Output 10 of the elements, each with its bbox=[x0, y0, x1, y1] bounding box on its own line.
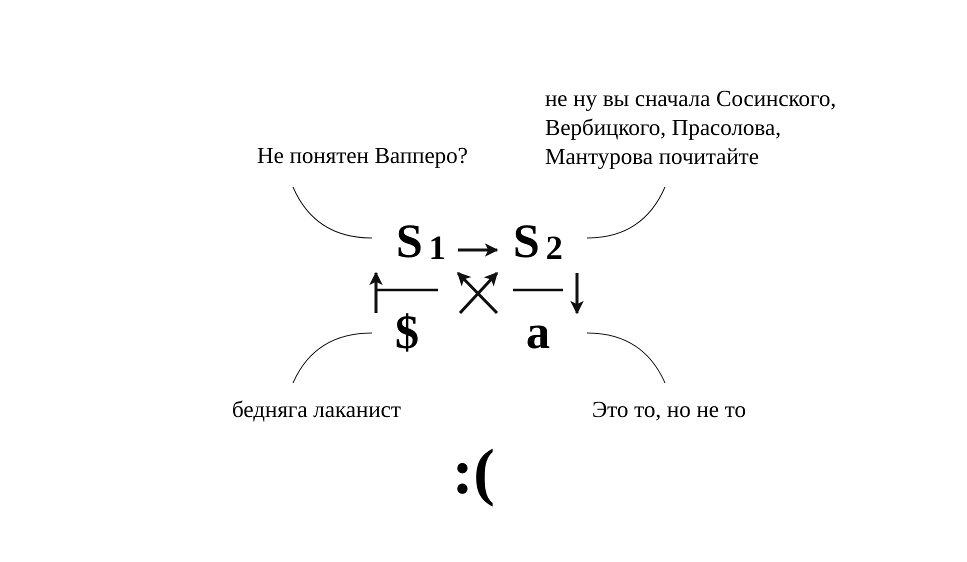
formula-symbol: a bbox=[525, 313, 551, 353]
arrow bbox=[369, 272, 383, 313]
quote-text: не ну вы сначала Сосинского, Вербицкого, Прасолова, Мантурова почитайте bbox=[545, 85, 838, 171]
quote-text: Не понятен Вапперо? bbox=[257, 142, 469, 170]
quote-text: Это то, но не то bbox=[592, 396, 748, 424]
sad-emoticon: :( bbox=[452, 435, 495, 509]
quote-text: бедняга лаканист bbox=[232, 396, 402, 424]
arrow bbox=[570, 273, 584, 314]
arrow bbox=[458, 243, 498, 257]
formula-symbol: $ bbox=[394, 313, 420, 353]
